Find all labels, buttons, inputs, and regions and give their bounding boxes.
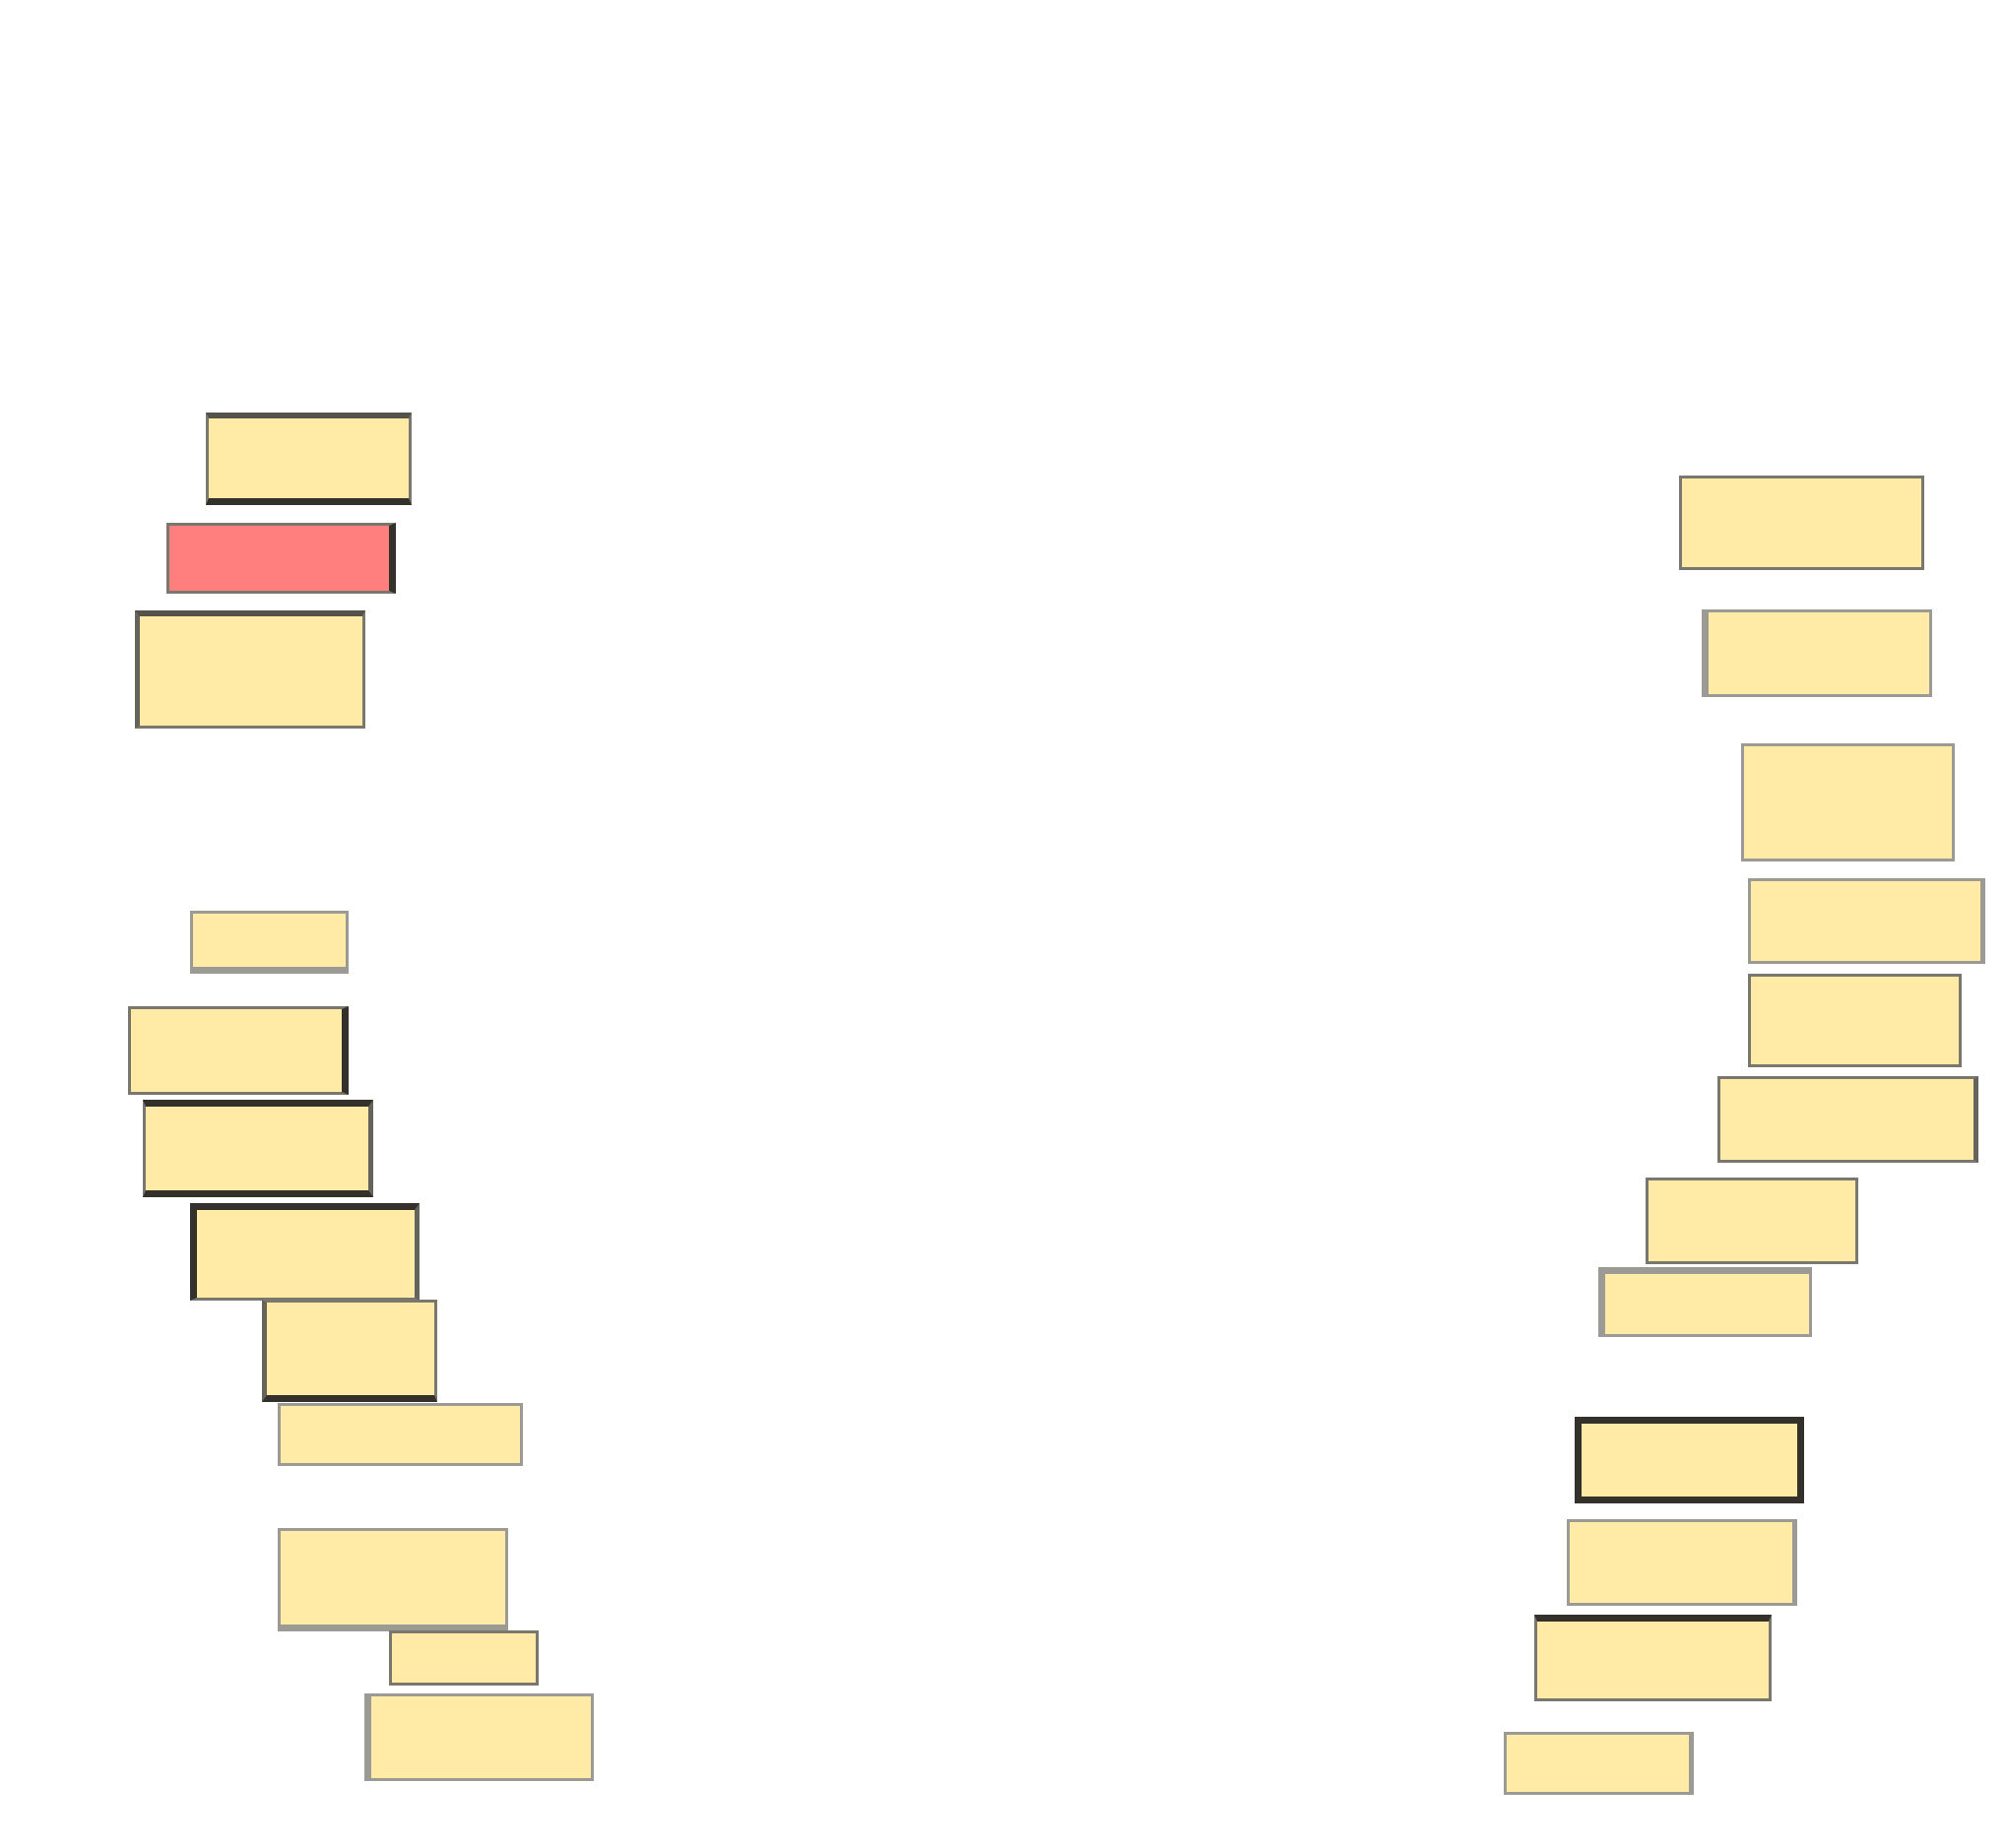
right-box-10 bbox=[1567, 1519, 1797, 1606]
right-box-3 bbox=[1741, 743, 1955, 861]
left-box-7 bbox=[190, 1203, 420, 1301]
right-box-8 bbox=[1598, 1267, 1812, 1337]
right-box-9 bbox=[1575, 1417, 1804, 1503]
right-box-7 bbox=[1646, 1178, 1858, 1264]
left-box-4 bbox=[190, 911, 349, 974]
right-box-1 bbox=[1679, 476, 1924, 570]
left-box-9 bbox=[278, 1403, 523, 1466]
right-box-2 bbox=[1702, 609, 1932, 697]
right-box-11 bbox=[1534, 1615, 1772, 1701]
right-box-12 bbox=[1504, 1732, 1694, 1795]
left-box-8 bbox=[262, 1300, 437, 1402]
left-box-5 bbox=[128, 1006, 349, 1095]
left-box-1 bbox=[206, 413, 412, 505]
left-box-6 bbox=[143, 1100, 373, 1197]
left-box-2-highlighted bbox=[166, 523, 396, 594]
left-box-11 bbox=[389, 1630, 539, 1686]
right-box-4 bbox=[1748, 878, 1985, 964]
left-box-10 bbox=[278, 1528, 508, 1631]
left-box-12 bbox=[364, 1693, 594, 1781]
right-box-6 bbox=[1717, 1076, 1978, 1163]
right-box-5 bbox=[1748, 974, 1962, 1067]
left-box-3 bbox=[135, 610, 365, 729]
